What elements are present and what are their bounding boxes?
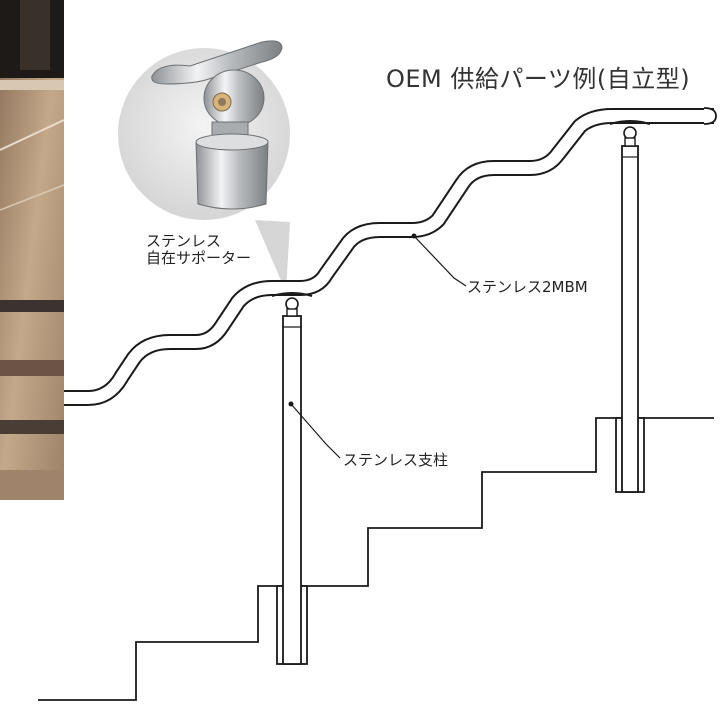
stairs-outline: [38, 417, 714, 701]
stainless-post-left: [282, 315, 302, 665]
label-supporter-line2: 自在サポーター: [146, 249, 252, 268]
supporter-closeup-bubble: [118, 40, 290, 292]
leader-lines: [288, 233, 467, 459]
label-stainless-post: ステンレス支柱: [343, 451, 449, 469]
label-supporter-line1: ステンレス: [146, 232, 222, 250]
label-stainless-handrail: ステンレス2MBM: [467, 278, 588, 296]
supporter-fitting-right: [609, 120, 651, 147]
supporter-fitting-left: [271, 292, 313, 317]
stainless-post-right: [621, 145, 639, 493]
staircase-photo: [0, 0, 65, 500]
label-stainless-supporter: ステンレス 自在サポーター: [146, 232, 252, 268]
diagram-title: OEM 供給パーツ例(自立型): [386, 65, 691, 93]
stainless-handrail: [64, 107, 717, 406]
